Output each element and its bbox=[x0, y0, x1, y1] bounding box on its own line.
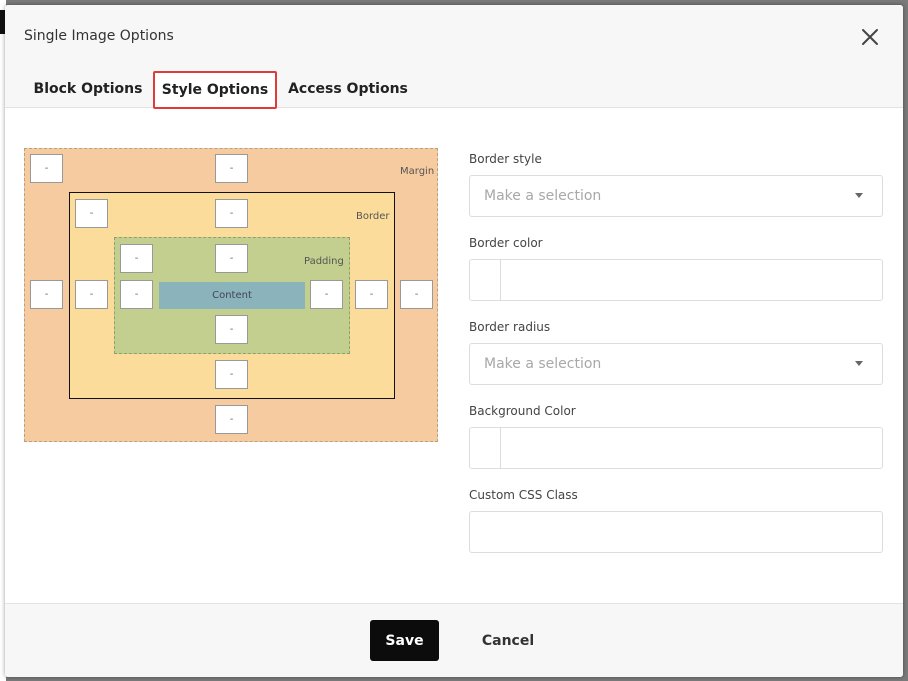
border-label: Border bbox=[356, 211, 390, 222]
border-top-input[interactable]: - bbox=[215, 199, 248, 228]
margin-right-input[interactable]: - bbox=[400, 280, 433, 309]
close-icon[interactable] bbox=[858, 25, 882, 49]
padding-right-input[interactable]: - bbox=[310, 280, 343, 309]
tab-style-options[interactable]: Style Options bbox=[153, 71, 277, 109]
dialog-title: Single Image Options bbox=[24, 28, 174, 44]
custom-css-class-label: Custom CSS Class bbox=[469, 488, 578, 502]
save-button[interactable]: Save bbox=[370, 620, 439, 661]
custom-css-class-input[interactable] bbox=[469, 511, 883, 553]
border-left-input[interactable]: - bbox=[75, 280, 108, 309]
padding-label: Padding bbox=[304, 256, 344, 267]
border-top-left-input[interactable]: - bbox=[75, 199, 108, 228]
background-color-input[interactable] bbox=[469, 427, 883, 469]
padding-left-input[interactable]: - bbox=[120, 280, 153, 309]
background-page-edge bbox=[0, 0, 6, 681]
padding-top-left-input[interactable]: - bbox=[120, 244, 153, 273]
margin-top-left-input[interactable]: - bbox=[30, 154, 63, 183]
tab-block-options[interactable]: Block Options bbox=[33, 81, 143, 97]
padding-bottom-input[interactable]: - bbox=[215, 315, 248, 344]
tab-access-options[interactable]: Access Options bbox=[288, 81, 408, 97]
border-color-label: Border color bbox=[469, 236, 543, 250]
background-color-swatch[interactable] bbox=[470, 428, 501, 468]
content-area: Content bbox=[159, 282, 305, 309]
border-color-swatch[interactable] bbox=[470, 260, 501, 300]
border-style-label: Border style bbox=[469, 152, 542, 166]
chevron-down-icon bbox=[855, 361, 863, 366]
border-radius-select[interactable]: Make a selection bbox=[469, 343, 883, 385]
background-block bbox=[0, 10, 5, 34]
margin-left-input[interactable]: - bbox=[30, 280, 63, 309]
border-radius-placeholder: Make a selection bbox=[484, 356, 602, 372]
border-style-placeholder: Make a selection bbox=[484, 188, 602, 204]
margin-top-input[interactable]: - bbox=[215, 154, 248, 183]
border-color-input[interactable] bbox=[469, 259, 883, 301]
border-right-input[interactable]: - bbox=[355, 280, 388, 309]
border-style-select[interactable]: Make a selection bbox=[469, 175, 883, 217]
chevron-down-icon bbox=[855, 193, 863, 198]
single-image-options-dialog: Single Image Options Block Options Style… bbox=[5, 5, 903, 677]
border-bottom-input[interactable]: - bbox=[215, 360, 248, 389]
padding-top-input[interactable]: - bbox=[215, 244, 248, 273]
background-color-label: Background Color bbox=[469, 404, 576, 418]
margin-label: Margin bbox=[400, 166, 435, 177]
margin-bottom-input[interactable]: - bbox=[215, 405, 248, 434]
dialog-footer bbox=[5, 603, 903, 677]
border-radius-label: Border radius bbox=[469, 320, 551, 334]
cancel-button[interactable]: Cancel bbox=[481, 632, 535, 649]
